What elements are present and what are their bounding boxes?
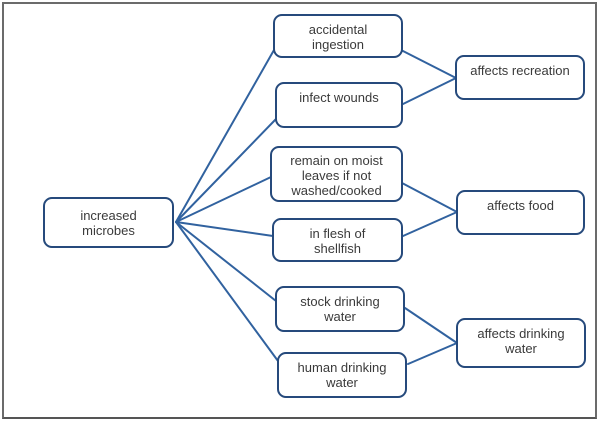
node-shellfish: in flesh of shellfish (272, 218, 403, 262)
node-increased-microbes: increased microbes (43, 197, 174, 248)
edge-root-wounds (175, 118, 277, 223)
node-human-drinking-water: human drinking water (277, 352, 407, 398)
edge-shellfish-food (402, 211, 458, 237)
edge-wounds-recreation (402, 77, 457, 105)
node-infect-wounds: infect wounds (275, 82, 403, 128)
edge-root-leaves (175, 176, 272, 223)
edge-root-shellfish (175, 221, 274, 237)
outer-frame (2, 2, 597, 419)
edge-root-human (175, 221, 279, 362)
node-accidental-ingestion: accidental ingestion (273, 14, 403, 58)
node-affects-recreation: affects recreation (455, 55, 585, 100)
edge-ingestion-recreation (400, 49, 457, 79)
edge-root-ingestion (175, 49, 275, 223)
edge-human-drinking (407, 342, 458, 365)
edge-stock-drinking (404, 307, 458, 344)
edge-leaves-food (401, 182, 458, 213)
node-affects-drinking-water: affects drinking water (456, 318, 586, 368)
node-moist-leaves: remain on moist leaves if not washed/coo… (270, 146, 403, 202)
edge-root-stock (175, 221, 277, 302)
node-affects-food: affects food (456, 190, 585, 235)
node-stock-drinking-water: stock drinking water (275, 286, 405, 332)
